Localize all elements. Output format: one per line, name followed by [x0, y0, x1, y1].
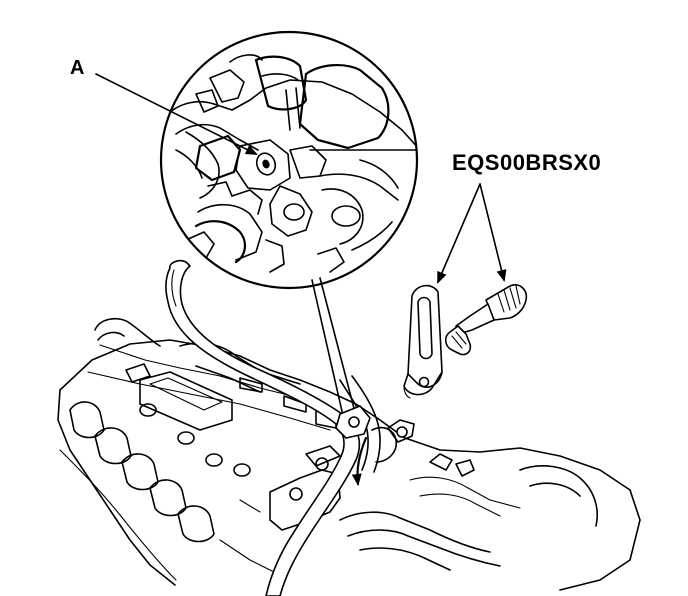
callout-label-tool: EQS00BRSX0 [452, 150, 602, 175]
slotted-bracket [403, 284, 443, 399]
bracket-bolt [335, 405, 398, 486]
callout-label-a: A [70, 57, 85, 79]
detail-magnifier [159, 30, 419, 421]
callout-a-leader [95, 73, 258, 155]
knurled-bolt [444, 284, 528, 356]
engine-body [57, 317, 641, 591]
dipstick-tube [165, 259, 361, 596]
special-tool [403, 183, 528, 399]
